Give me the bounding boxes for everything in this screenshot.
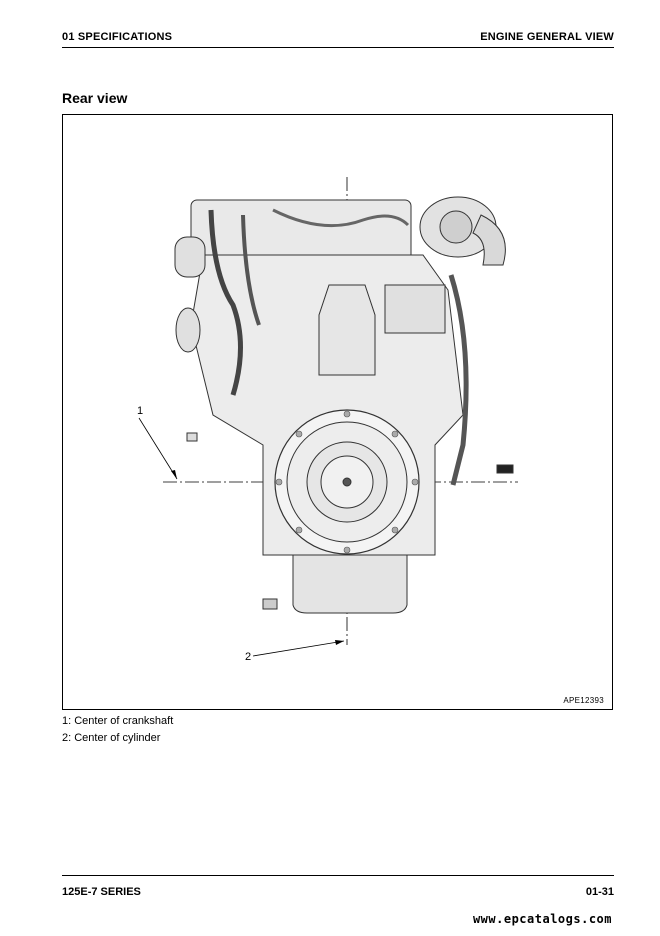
callout-1: 1 (137, 405, 144, 417)
footer-series: 125E-7 SERIES (62, 886, 141, 898)
header-section: 01 SPECIFICATIONS (62, 31, 173, 43)
watermark-link[interactable]: www.epcatalogs.com (472, 912, 612, 926)
legend-item-2: 2: Center of cylinder (62, 732, 161, 744)
header-page-title: ENGINE GENERAL VIEW (480, 31, 614, 43)
figure-code: APE12393 (563, 696, 604, 705)
header-rule (62, 47, 614, 48)
footer-page-number: 01-31 (585, 886, 614, 898)
engine-rear-view-figure: 1 2 APE12393 (62, 114, 613, 710)
legend-item-1: 1: Center of crankshaft (62, 715, 174, 727)
engine-illustration (138, 177, 518, 657)
section-title: Rear view (62, 90, 128, 106)
footer-rule (62, 875, 614, 876)
callout-2: 2 (245, 651, 252, 663)
